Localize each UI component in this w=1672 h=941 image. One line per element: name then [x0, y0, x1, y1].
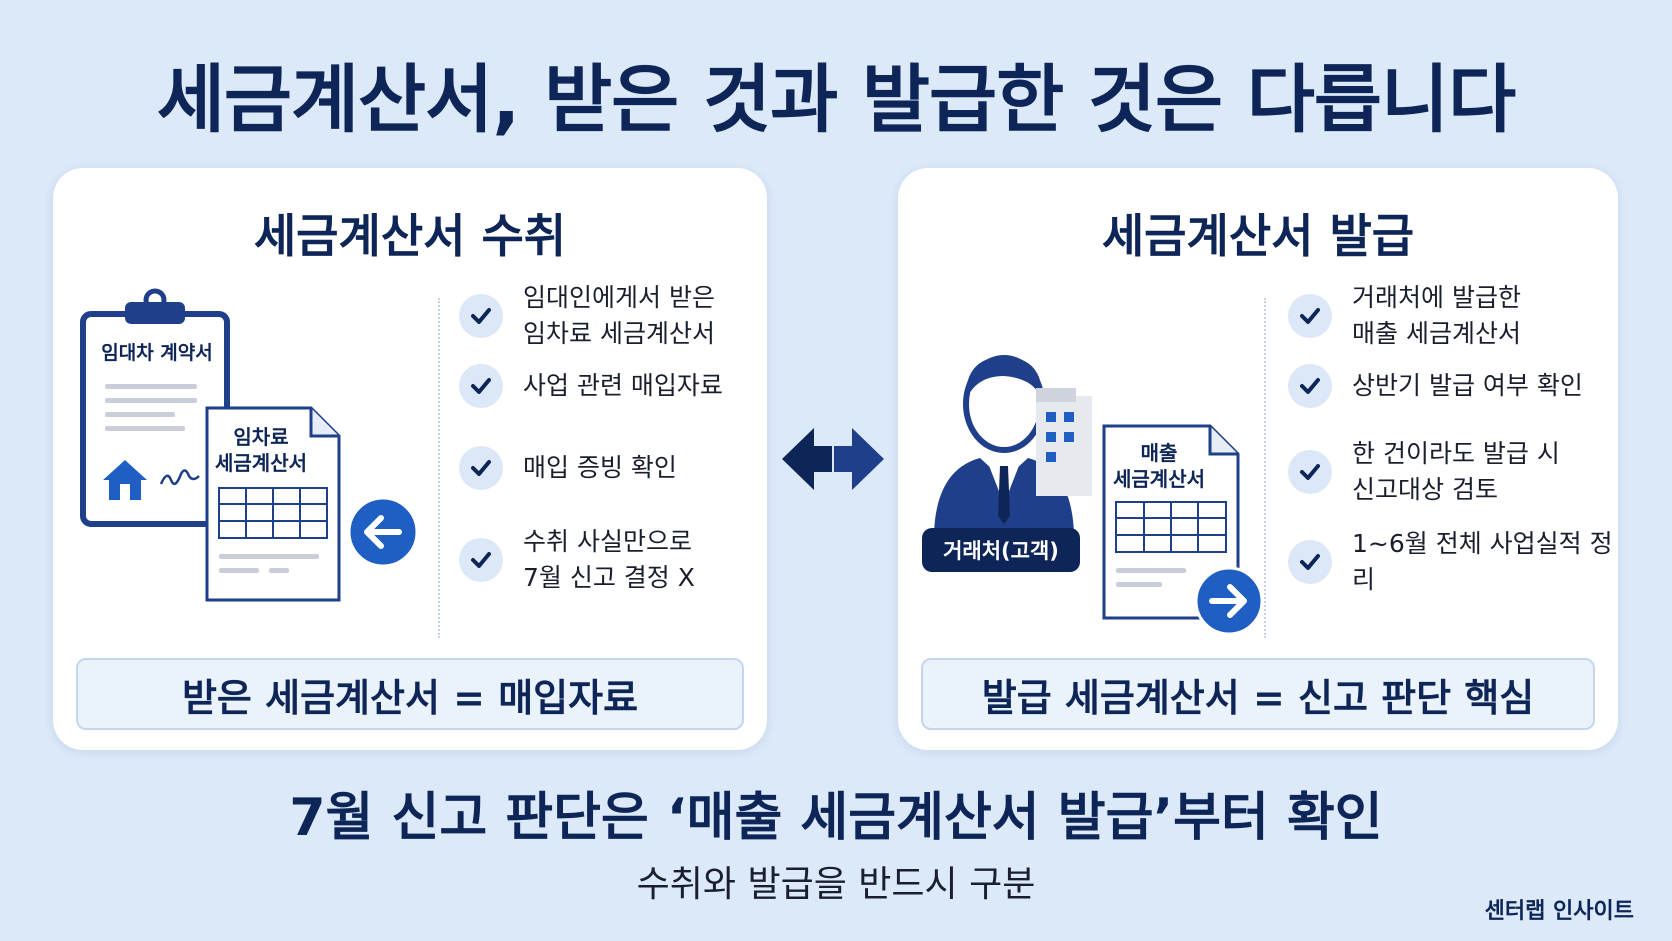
arrow-left-icon [347, 496, 419, 568]
invoice-label-1: 임차료 [233, 425, 289, 449]
check-text: 상반기 발급 여부 확인 [1352, 371, 1583, 400]
check-text: 매입 증빙 확인 [523, 453, 677, 482]
house-icon [103, 460, 147, 500]
receipt-panel: 세금계산서 수취 임대차 계약서 임차료 세금계산서 [53, 168, 767, 750]
customer-badge-label: 거래처(고객) [943, 539, 1059, 563]
invoice-label-2: 세금계산서 [1113, 467, 1205, 491]
check-text: 1~6월 전체 사업실적 정리 [1352, 529, 1613, 594]
list-item: 매입 증빙 확인 [459, 446, 677, 490]
check-text: 한 건이라도 발급 시 신고대상 검토 [1352, 439, 1560, 504]
list-item: 한 건이라도 발급 시 신고대상 검토 [1288, 436, 1560, 508]
list-item: 거래처에 발급한 매출 세금계산서 [1288, 280, 1521, 352]
invoice-document-icon [1102, 424, 1240, 620]
contract-label: 임대차 계약서 [101, 342, 213, 364]
customer-badge: 거래처(고객) [922, 528, 1080, 572]
issuance-divider [1264, 298, 1266, 638]
list-item: 임대인에게서 받은 임차료 세금계산서 [459, 280, 715, 352]
double-arrow-icon [782, 428, 884, 490]
arrow-right-icon [1194, 566, 1264, 636]
check-icon [459, 364, 503, 408]
check-icon [459, 538, 503, 582]
check-icon [1288, 540, 1332, 584]
check-text: 거래처에 발급한 매출 세금계산서 [1352, 283, 1521, 348]
footer-subline: 수취와 발급을 반드시 구분 [636, 864, 1036, 905]
list-item: 수취 사실만으로 7월 신고 결정 X [459, 524, 695, 596]
issuance-panel-title: 세금계산서 발급 [1101, 209, 1415, 263]
brand-label: 센터랩 인사이트 [1484, 899, 1634, 924]
issuance-summary-bar: 발급 세금계산서 = 신고 판단 핵심 [921, 658, 1595, 730]
invoice-document-icon [205, 406, 341, 602]
list-item: 1~6월 전체 사업실적 정리 [1288, 526, 1618, 598]
list-item: 상반기 발급 여부 확인 [1288, 364, 1583, 408]
check-icon [1288, 450, 1332, 494]
businessman-icon [934, 355, 1074, 534]
check-text: 수취 사실만으로 7월 신고 결정 X [523, 527, 695, 592]
check-icon [1288, 294, 1332, 338]
check-icon [1288, 364, 1332, 408]
check-icon [459, 446, 503, 490]
receipt-summary-bar: 받은 세금계산서 = 매입자료 [76, 658, 744, 730]
invoice-label-2: 세금계산서 [215, 451, 307, 475]
invoice-label-1: 매출 [1140, 441, 1178, 465]
check-text: 사업 관련 매입자료 [523, 371, 723, 400]
check-text: 임대인에게서 받은 임차료 세금계산서 [523, 283, 715, 348]
check-icon [459, 294, 503, 338]
receipt-divider [438, 298, 440, 638]
main-title: 세금계산서, 받은 것과 발급한 것은 다릅니다 [156, 57, 1516, 143]
receipt-panel-title: 세금계산서 수취 [253, 209, 567, 263]
building-icon [1036, 388, 1092, 496]
list-item: 사업 관련 매입자료 [459, 364, 723, 408]
issuance-panel: 세금계산서 발급 거래처(고객) 매출 세금계산서 [898, 168, 1618, 750]
footer-headline: 7월 신고 판단은 ‘매출 세금계산서 발급’부터 확인 [289, 788, 1383, 848]
